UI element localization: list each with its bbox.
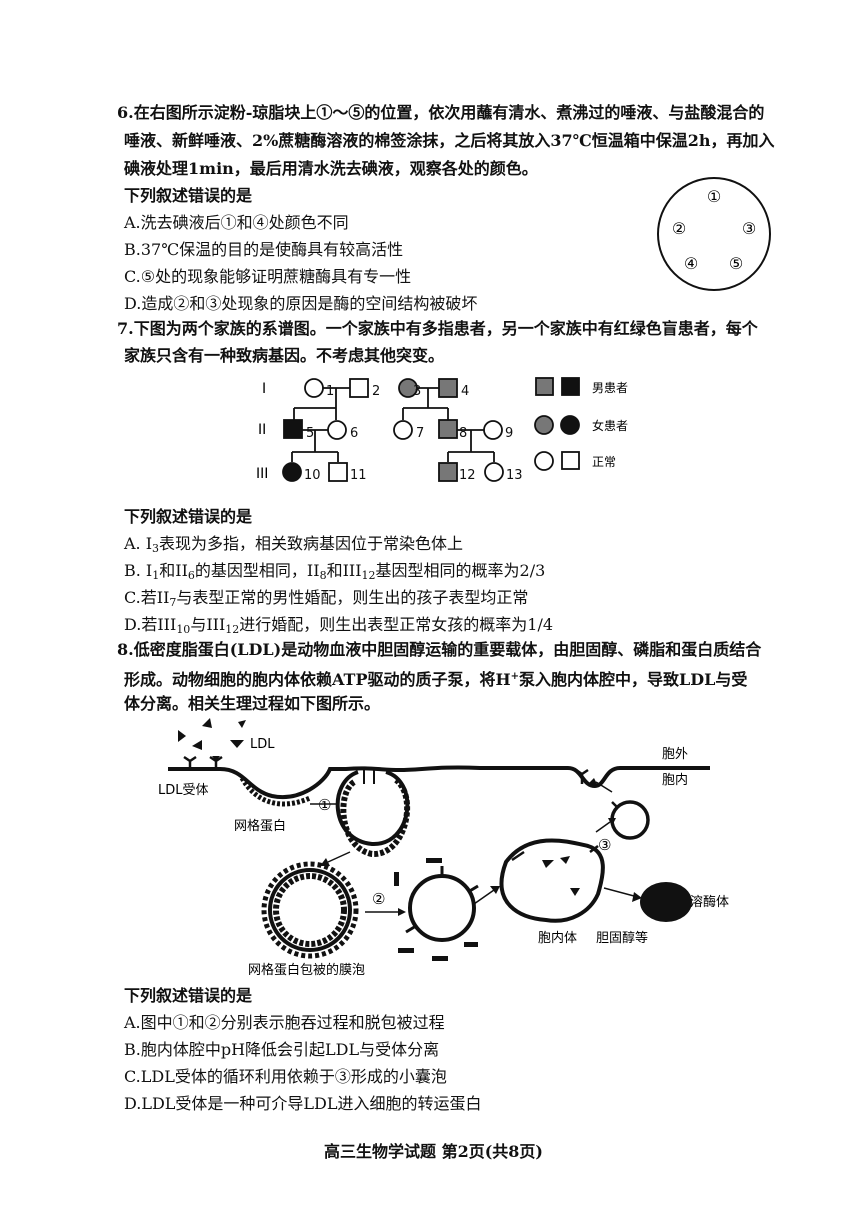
endosome-label: 胞内体 <box>538 930 577 946</box>
q8-option-a: A.图中①和②分别表示胞吞过程和脱包被过程 <box>124 1013 445 1032</box>
q7-option-a: A. I3表现为多指，相关致病基因位于常染色体上 <box>124 534 464 555</box>
q8-option-d: D.LDL受体是一种可介导LDL进入细胞的转运蛋白 <box>124 1094 482 1113</box>
q6-stem-line-2: 唾液、新鲜唾液、2%蔗糖酶溶液的棉签涂抹，之后将其放入37℃恒温箱中保温2h，再… <box>124 131 775 150</box>
generation-label-2: II <box>258 422 266 438</box>
q8-option-b: B.胞内体腔中pH降低会引起LDL与受体分离 <box>124 1040 440 1059</box>
q8-prompt: 下列叙述错误的是 <box>124 986 253 1005</box>
pedigree-chart: I II III 1 2 3 4 5 6 7 8 9 10 11 12 13 男… <box>256 377 628 483</box>
ldl-label: LDL <box>250 737 275 752</box>
step-1-label: ① <box>318 796 331 814</box>
pedigree-number: 9 <box>505 426 513 441</box>
q8-stem-line-2: 形成。动物细胞的胞内体依赖ATP驱动的质子泵，将H+泵入胞内体腔中，导致LDL与… <box>124 670 748 689</box>
q8-stem-line-1: 8.低密度脂蛋白(LDL)是动物血液中胆固醇运输的重要载体，由胆固醇、磷脂和蛋白… <box>117 640 762 659</box>
clathrin-label: 网格蛋白 <box>234 818 286 834</box>
spot-3: ③ <box>742 219 756 238</box>
generation-label-1: I <box>262 381 266 397</box>
q7-stem-line-1: 7.下图为两个家族的系谱图。一个家族中有多指患者，另一个家族中有红绿色盲患者，每… <box>117 319 758 338</box>
q8-stem-line-3: 体分离。相关生理过程如下图所示。 <box>124 694 381 713</box>
individual-II8 <box>438 419 458 439</box>
endosome-shape <box>499 838 605 923</box>
legend-normal: 正常 <box>592 455 616 469</box>
q6-option-b: B.37℃保温的目的是使酶具有较高活性 <box>124 240 404 259</box>
q7-option-b: B. I1和II6的基因型相同，II8和III12基因型相同的概率为2/3 <box>124 561 546 582</box>
individual-II7 <box>393 420 413 440</box>
inside-label: 胞内 <box>662 772 688 788</box>
outside-label: 胞外 <box>662 747 688 762</box>
individual-III11 <box>328 462 348 482</box>
individual-I2 <box>349 378 369 398</box>
ldl-endocytosis-diagram: LDL 胞外 胞内 LDL受体 网格蛋白 ① 网格蛋白包被的膜泡 ② <box>158 718 729 978</box>
spot-2: ② <box>672 219 686 238</box>
legend-female-affected: 女患者 <box>592 418 628 433</box>
q7-prompt: 下列叙述错误的是 <box>124 507 253 526</box>
pedigree-number: 4 <box>461 384 469 399</box>
lysosome-label: 溶酶体 <box>690 894 729 910</box>
q6-option-c: C.⑤处的现象能够证明蔗糖酶具有专一性 <box>124 267 412 286</box>
q6-option-a: A.洗去碘液后①和④处颜色不同 <box>124 213 349 232</box>
generation-label-3: III <box>256 466 268 482</box>
individual-I4 <box>438 378 458 398</box>
pedigree-number: 3 <box>413 384 421 399</box>
individual-I3 <box>398 378 418 398</box>
individual-III10 <box>282 462 302 482</box>
individual-I1 <box>304 378 324 398</box>
pedigree-number: 2 <box>372 384 380 399</box>
individual-II6 <box>327 420 347 440</box>
pedigree-number: 1 <box>326 384 334 399</box>
pedigree-number: 6 <box>350 426 358 441</box>
q6-stem-line-3: 碘液处理1min，最后用清水洗去碘液，观察各处的颜色。 <box>124 159 538 178</box>
spot-1: ① <box>707 187 721 206</box>
plasma-membrane <box>168 765 710 800</box>
cholesterol-label: 胆固醇等 <box>596 930 648 946</box>
page-footer: 高三生物学试题 第2页(共8页) <box>324 1142 543 1161</box>
q6-option-d: D.造成②和③处现象的原因是酶的空间结构被破坏 <box>124 294 478 313</box>
pedigree-number: 5 <box>306 426 314 441</box>
q7-stem-line-2: 家族只含有一种致病基因。不考虑其他突变。 <box>124 346 445 365</box>
individual-II9 <box>483 420 503 440</box>
pedigree-number: 10 <box>304 468 321 483</box>
individual-III13 <box>484 462 504 482</box>
pedigree-number: 12 <box>459 468 476 483</box>
q6-stem-line-1: 6.在右图所示淀粉-琼脂块上①～⑤的位置，依次用蘸有清水、煮沸过的唾液、与盐酸混… <box>117 103 765 122</box>
step-2-label: ② <box>372 890 385 908</box>
q7-option-d: D.若III10与III12进行婚配，则生出表型正常女孩的概率为1/4 <box>124 615 554 636</box>
legend-male-affected: 男患者 <box>592 381 628 395</box>
step-3-label: ③ <box>598 836 611 854</box>
coated-vesicle-label: 网格蛋白包被的膜泡 <box>248 962 365 978</box>
q7-option-c: C.若II7与表型正常的男性婚配，则生出的孩子表型均正常 <box>124 588 529 609</box>
individual-II5 <box>283 419 303 439</box>
spot-4: ④ <box>684 254 698 273</box>
pedigree-number: 11 <box>350 468 367 483</box>
pedigree-number: 7 <box>416 426 424 441</box>
pedigree-number: 8 <box>459 426 467 441</box>
q8-option-c: C.LDL受体的循环利用依赖于③形成的小囊泡 <box>124 1067 447 1086</box>
ldl-receptor-label: LDL受体 <box>158 783 209 798</box>
starch-agar-block-diagram: ① ② ③ ④ ⑤ <box>657 177 771 291</box>
individual-III12 <box>438 462 458 482</box>
lysosome-shape <box>640 882 692 922</box>
q6-prompt: 下列叙述错误的是 <box>124 186 253 205</box>
spot-5: ⑤ <box>729 254 743 273</box>
pedigree-number: 13 <box>506 468 523 483</box>
